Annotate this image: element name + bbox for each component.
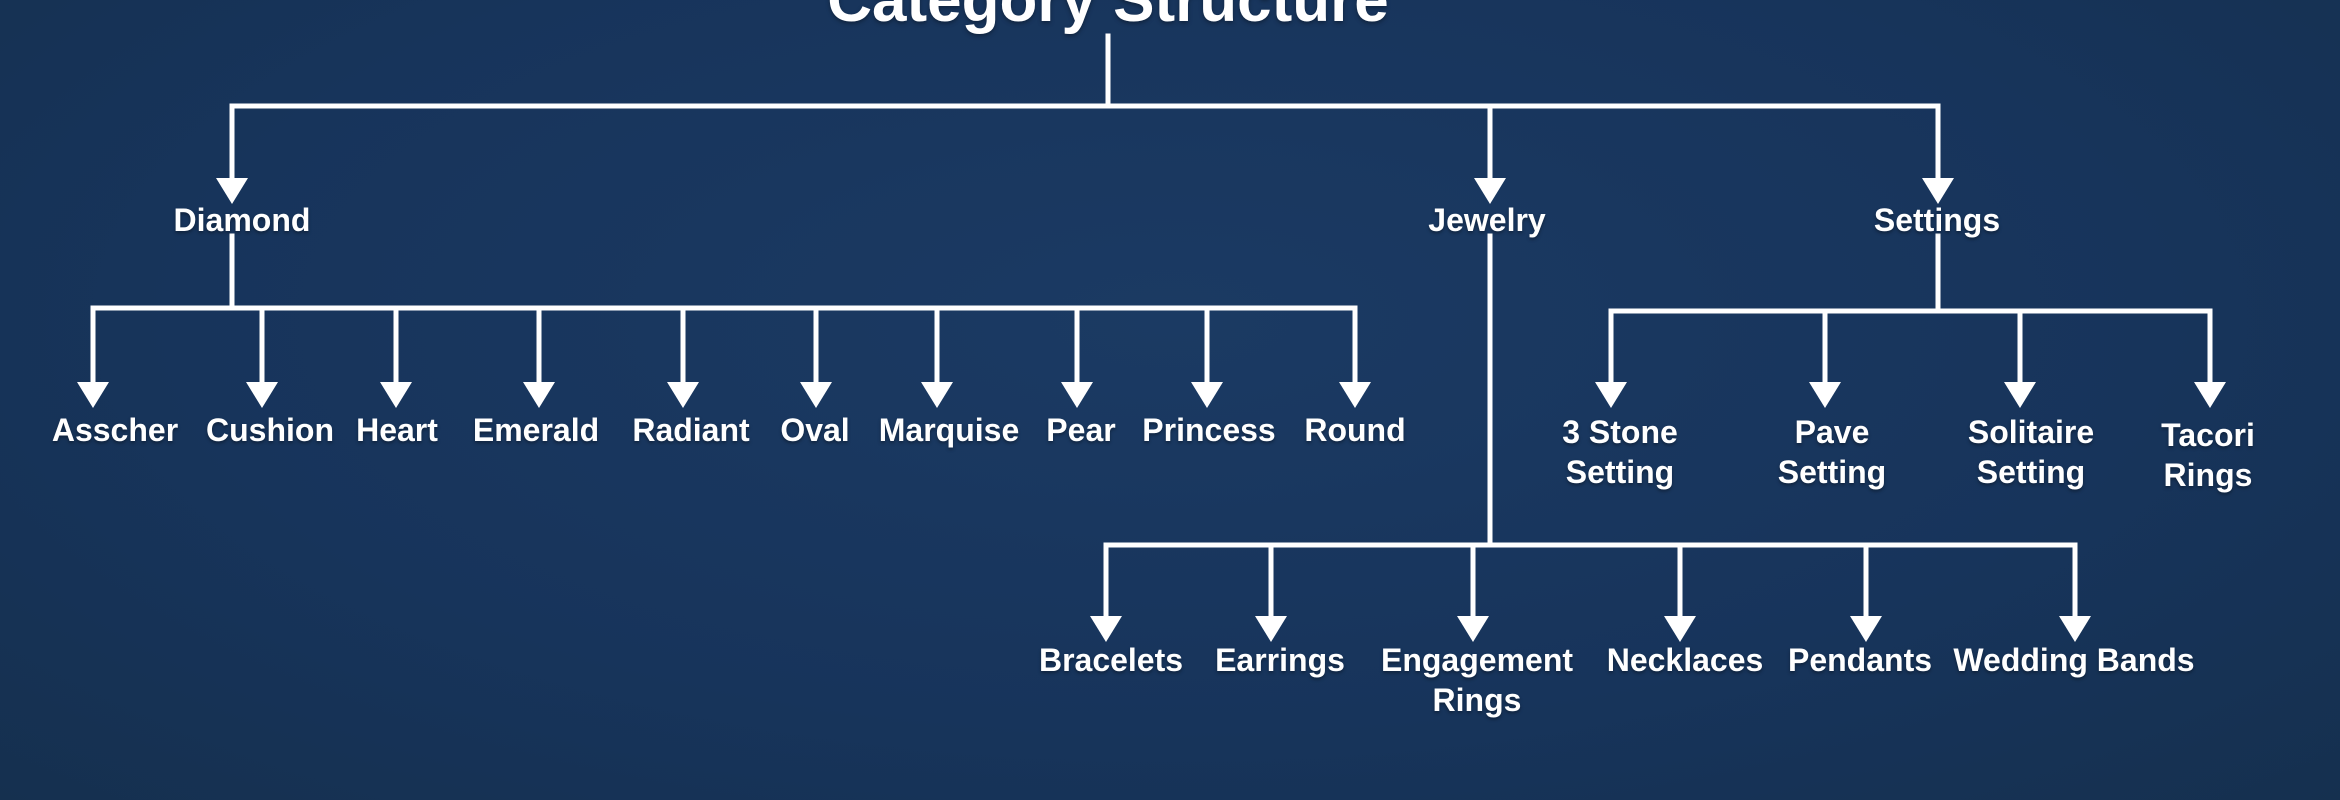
node-pave-setting: Pave Setting <box>1777 414 1887 490</box>
node-princess: Princess <box>1142 412 1276 448</box>
node-marquise: Marquise <box>878 412 1020 448</box>
node-emerald: Emerald <box>472 412 600 448</box>
arrowhead <box>1474 178 1506 204</box>
arrowhead <box>1850 616 1882 642</box>
arrowhead <box>523 382 555 408</box>
arrowhead <box>2194 382 2226 408</box>
node-bracelets: Bracelets <box>1038 642 1184 678</box>
arrowhead <box>1339 382 1371 408</box>
node-earrings: Earrings <box>1215 642 1345 678</box>
arrowhead <box>380 382 412 408</box>
arrowhead <box>1809 382 1841 408</box>
arrowhead <box>1061 382 1093 408</box>
node-wedding-bands: Wedding Bands <box>1953 642 2195 678</box>
node-jewelry: Jewelry <box>1428 202 1546 238</box>
arrowhead <box>1595 382 1627 408</box>
arrowhead <box>1664 616 1696 642</box>
node-3-stone-setting: 3 Stone Setting <box>1562 414 1678 490</box>
node-tacori-rings: Tacori Rings <box>2161 417 2255 493</box>
node-solitaire-setting: Solitaire Setting <box>1967 414 2095 490</box>
arrowhead <box>1457 616 1489 642</box>
arrowhead <box>667 382 699 408</box>
arrowhead <box>2059 616 2091 642</box>
arrowhead <box>246 382 278 408</box>
arrowhead <box>77 382 109 408</box>
arrowhead <box>800 382 832 408</box>
node-engagement-rings: Engagement Rings <box>1380 642 1574 718</box>
arrowhead <box>1922 178 1954 204</box>
arrowhead <box>2004 382 2036 408</box>
arrowhead <box>1090 616 1122 642</box>
node-asscher: Asscher <box>51 412 179 448</box>
node-diamond: Diamond <box>173 202 311 238</box>
node-pear: Pear <box>1046 412 1116 448</box>
arrowhead <box>1255 616 1287 642</box>
node-settings: Settings <box>1873 202 2001 238</box>
arrowhead <box>216 178 248 204</box>
node-oval: Oval <box>780 412 850 448</box>
node-cushion: Cushion <box>206 412 334 448</box>
node-radiant: Radiant <box>632 412 750 448</box>
node-pendants: Pendants <box>1787 642 1933 678</box>
arrowhead <box>921 382 953 408</box>
page-title: Category Structure <box>827 0 1389 35</box>
arrowhead <box>1191 382 1223 408</box>
node-necklaces: Necklaces <box>1606 642 1764 678</box>
node-round: Round <box>1304 412 1406 448</box>
node-heart: Heart <box>356 412 438 448</box>
